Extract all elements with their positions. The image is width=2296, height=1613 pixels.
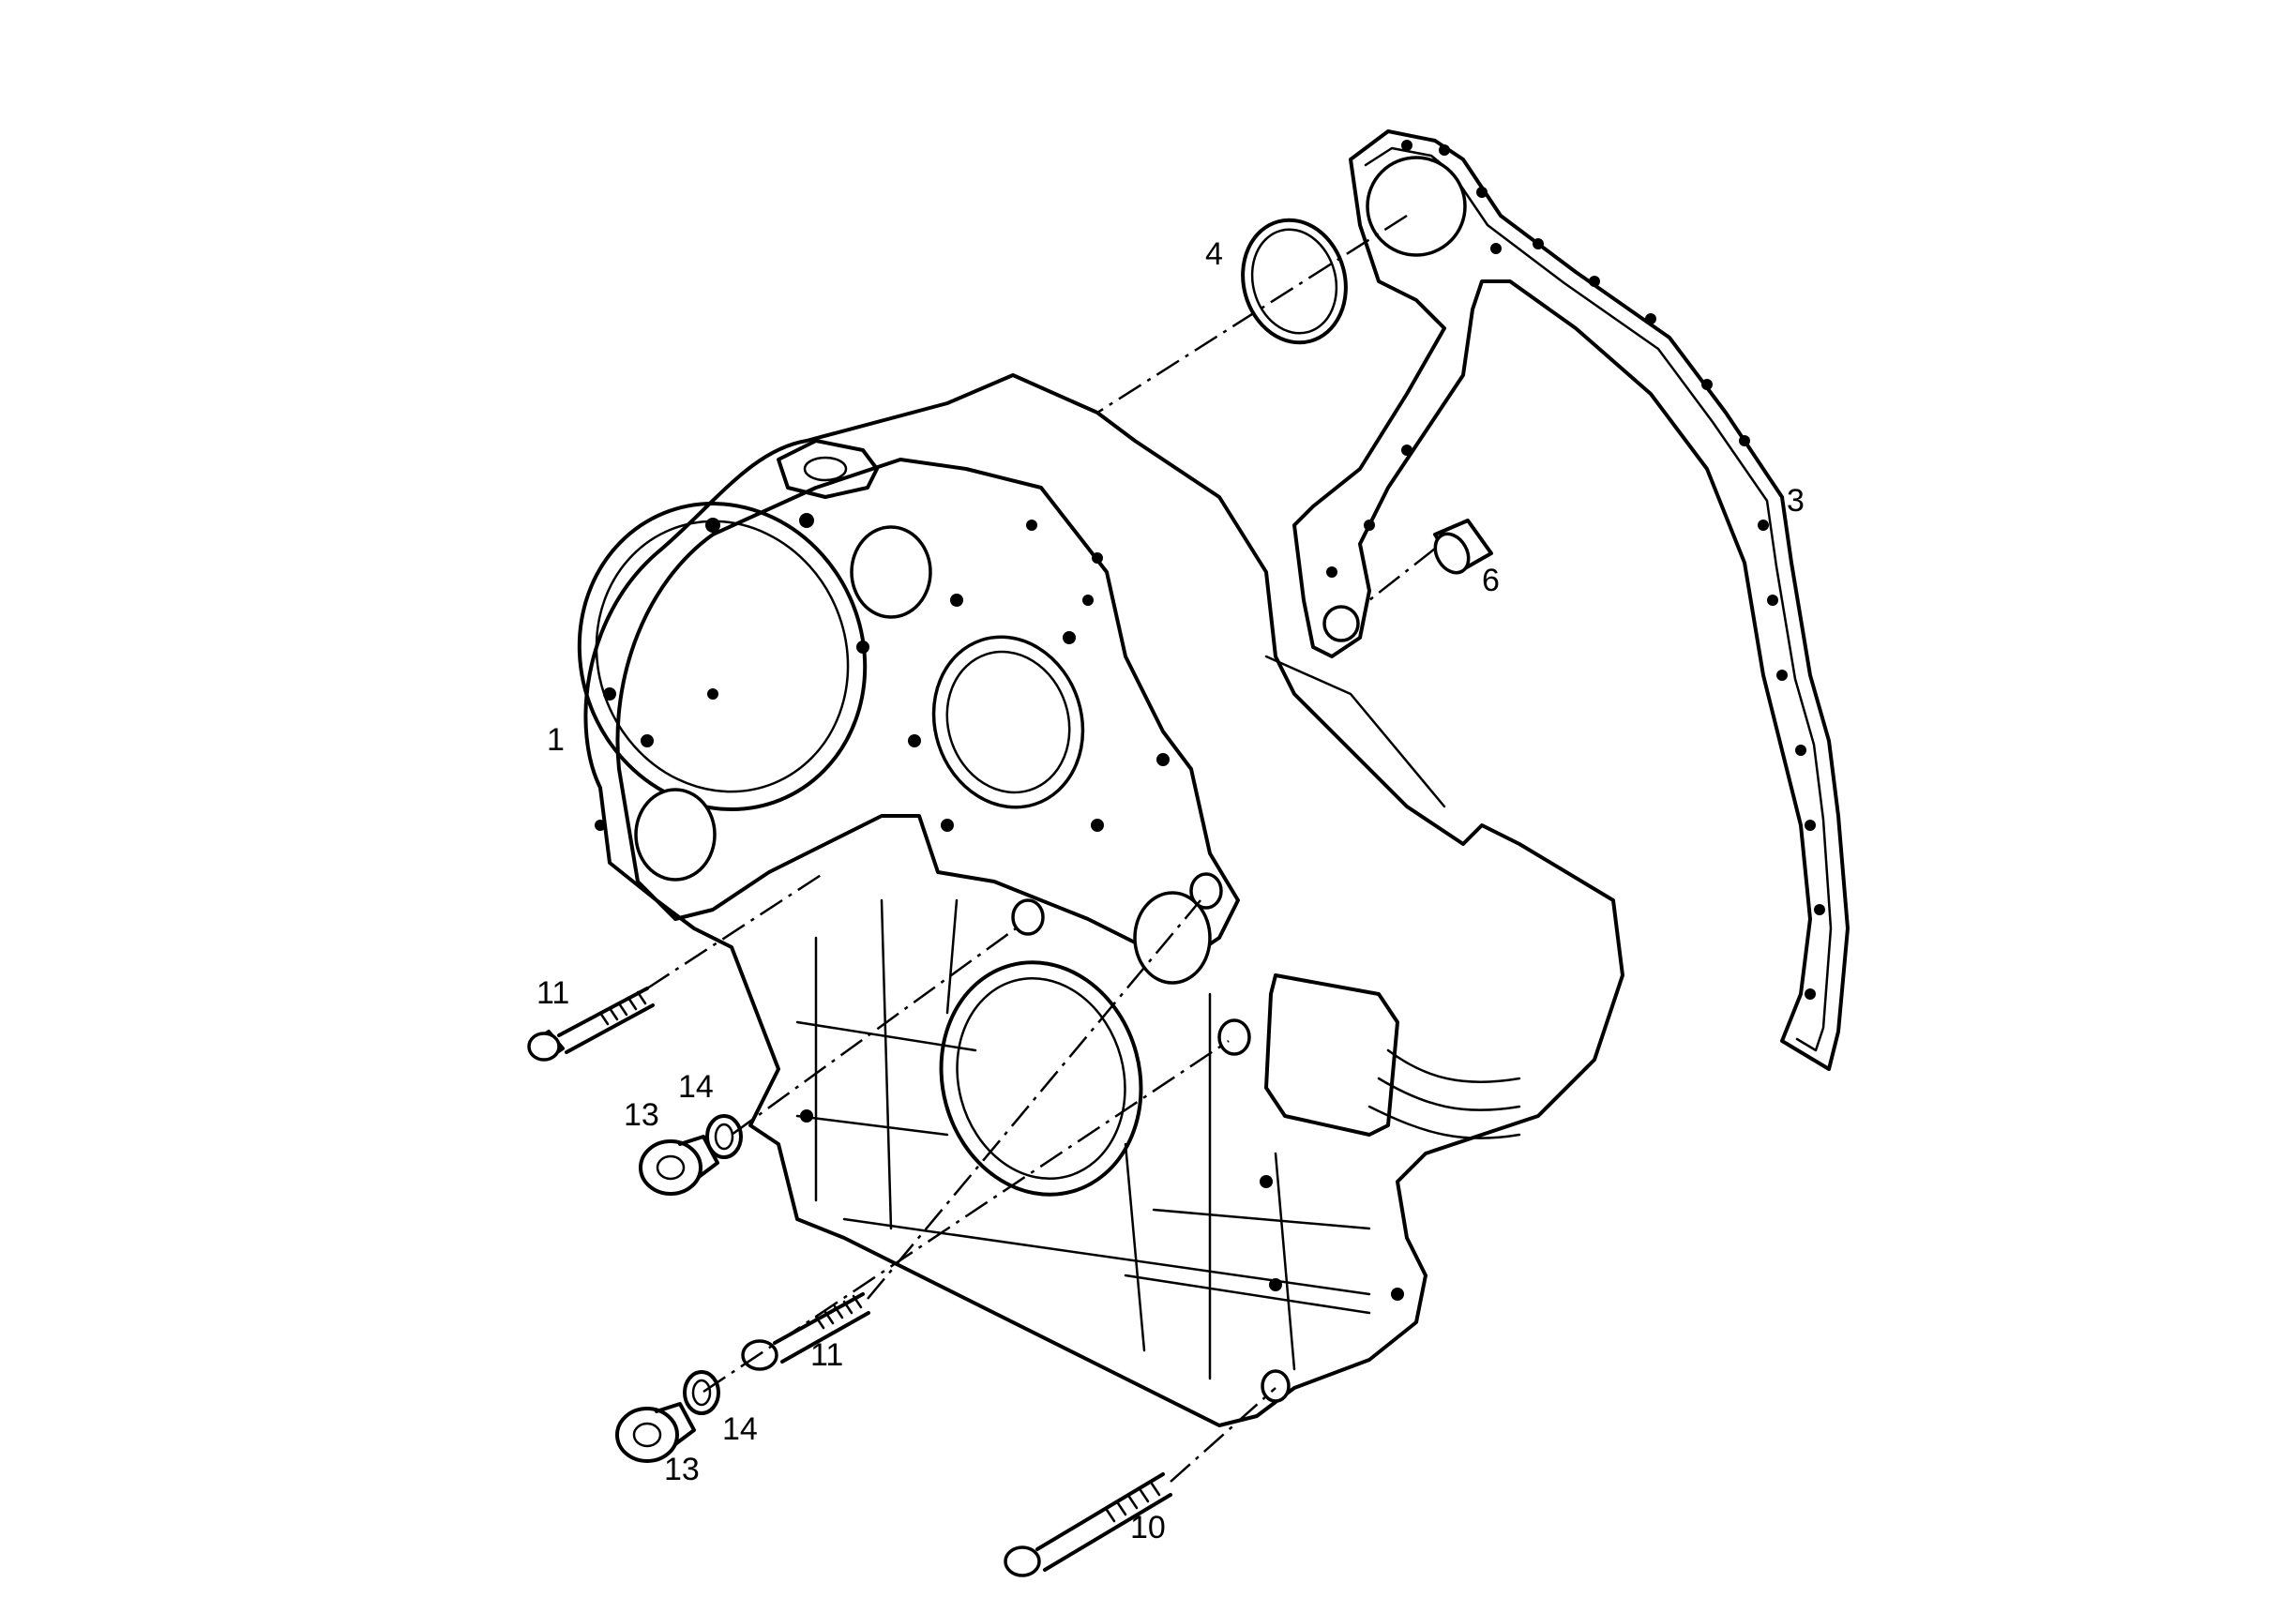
cap-screw-upper [527, 987, 655, 1062]
callout-11-lower: 11 [810, 1337, 843, 1373]
callout-14-upper: 14 [678, 1069, 714, 1105]
callout-6: 6 [1482, 563, 1500, 598]
callout-1: 1 [547, 722, 565, 758]
seal-ring-lower [683, 1370, 720, 1415]
callout-4: 4 [1205, 236, 1223, 272]
long-cap-screw [1004, 1472, 1172, 1577]
screw-plug-lower [615, 1402, 696, 1463]
callout-3: 3 [1787, 483, 1805, 519]
callout-14-lower: 14 [722, 1411, 758, 1447]
o-ring [1241, 218, 1348, 345]
seal-ring-upper [705, 1114, 743, 1159]
callout-10: 10 [1130, 1510, 1166, 1545]
callout-13-upper: 13 [624, 1097, 659, 1133]
callout-13-lower: 13 [664, 1452, 700, 1487]
cap-screw-lower [741, 1292, 870, 1371]
callout-11-upper: 11 [536, 975, 569, 1011]
assembly-axis-lines [646, 214, 1436, 1483]
screw-plug-upper [639, 1135, 719, 1196]
timing-gear-housing [577, 373, 1624, 1427]
housing-gasket [1292, 129, 1850, 1071]
dowel-sleeve [1433, 519, 1493, 575]
